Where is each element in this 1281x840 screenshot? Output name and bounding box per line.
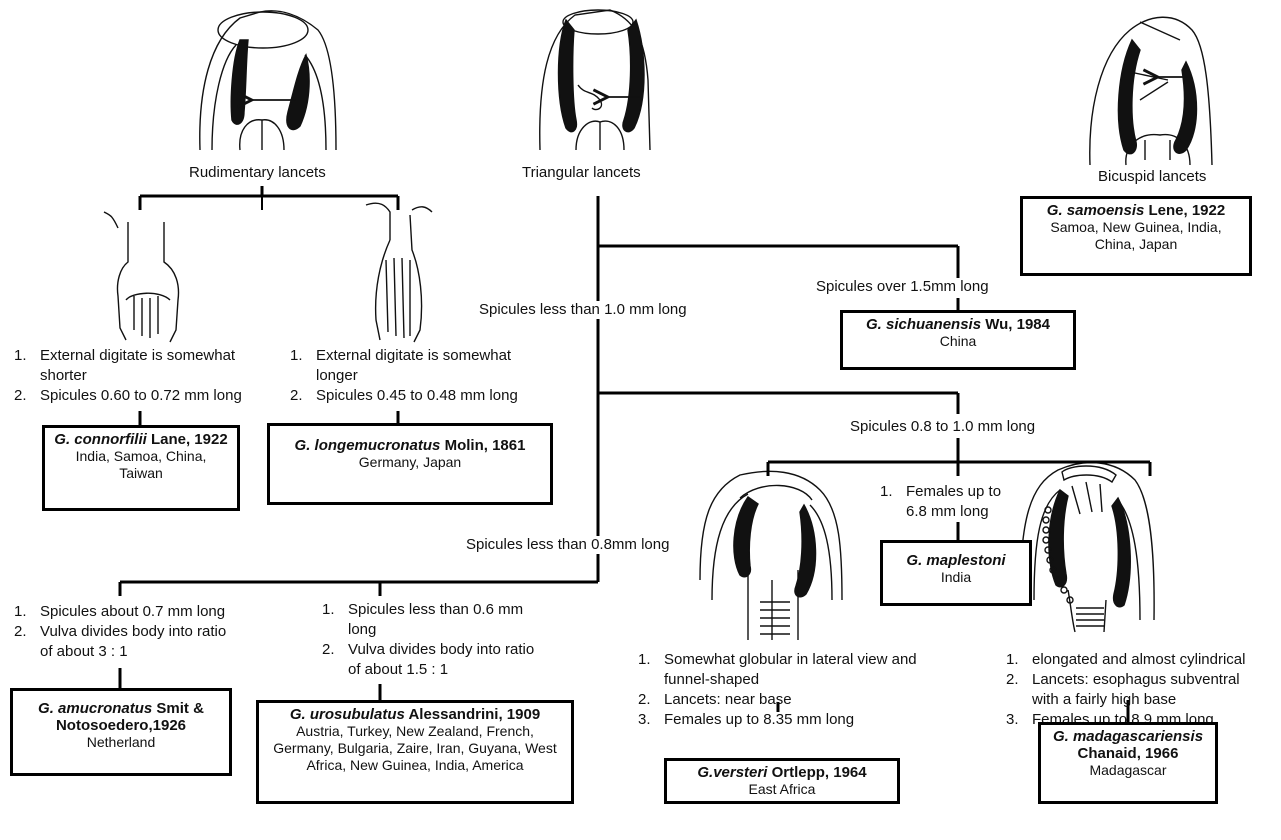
species-author: Wu, 1984 [981, 316, 1050, 333]
species-name: G. amucronatus [38, 700, 153, 717]
connector-lines [118, 186, 1152, 722]
criteria-madagascariensis: 1.elongated and almost cylindrical 2.Lan… [1006, 650, 1278, 730]
species-author: Smit & [152, 700, 204, 717]
species-location: Africa, New Guinea, India, America [306, 757, 524, 773]
list-item: 1.elongated and almost cylindrical [1006, 651, 1246, 668]
criteria-amucronatus: 1.Spicules about 0.7 mm long 2.Vulva div… [14, 602, 284, 662]
species-author: Notosoedero,1926 [55, 717, 187, 734]
bicuspid-lancets-label: Bicuspid lancets [1098, 168, 1207, 185]
branch-0-8-1-0-label: Spicules 0.8 to 1.0 mm long [850, 418, 1036, 435]
species-location: India, Samoa, China, [75, 448, 207, 464]
species-author: Ortlepp, 1964 [767, 764, 867, 781]
species-box-urosubulatus: G. urosubulatus Alessandrini, 1909 Austr… [256, 700, 574, 804]
species-author: Chanaid, 1966 [1077, 745, 1179, 762]
species-location: China [939, 333, 977, 349]
species-box-versteri: G.versteri Ortlepp, 1964 East Africa [664, 758, 900, 804]
species-name: G. connorfilii [54, 431, 147, 448]
species-location: Germany, Bulgaria, Zaire, Iran, Guyana, … [273, 740, 557, 756]
list-item: 2.Spicules 0.60 to 0.72 mm long [14, 387, 242, 404]
species-location: East Africa [748, 781, 816, 797]
branch-less-1-0-label: Spicules less than 1.0 mm long [479, 301, 687, 319]
species-box-maplestoni: G. maplestoni India [880, 540, 1032, 606]
species-name: G. sichuanensis [866, 316, 982, 333]
species-box-sichuanensis: G. sichuanensis Wu, 1984 China [840, 310, 1076, 370]
species-name: G. madagascariensis [1052, 728, 1204, 745]
species-location: Netherland [86, 734, 156, 750]
species-box-samoensis: G. samoensis Lene, 1922 Samoa, New Guine… [1020, 196, 1252, 276]
rudimentary-lancets-illustration [199, 10, 337, 151]
species-location: Madagascar [1089, 762, 1167, 778]
list-item: 1.Spicules about 0.7 mm long [14, 603, 226, 620]
species-name: G. urosubulatus [289, 706, 405, 723]
species-location: India [940, 569, 972, 585]
species-name: G. samoensis [1046, 202, 1145, 219]
species-author: Molin, 1861 [440, 437, 526, 454]
species-box-connorfilii: G. connorfilii Lane, 1922 India, Samoa, … [42, 425, 240, 511]
branch-over-1-5-label: Spicules over 1.5mm long [816, 278, 989, 295]
list-item: 3.Females up to 8.35 mm long [638, 711, 855, 728]
madagascariensis-head-illustration [1019, 461, 1155, 633]
species-name: G. longemucronatus [294, 437, 441, 454]
triangular-lancets-illustration [539, 9, 651, 151]
triangular-lancets-label: Triangular lancets [522, 164, 641, 181]
branch-less-0-8-label: Spicules less than 0.8mm long [466, 536, 670, 554]
versteri-head-illustration [699, 470, 843, 640]
species-name: G. maplestoni [906, 552, 1006, 569]
rudimentary-lancets-label: Rudimentary lancets [189, 164, 326, 181]
species-name: G.versteri [697, 764, 768, 781]
species-box-madagascariensis: G. madagascariensis Chanaid, 1966 Madaga… [1038, 722, 1218, 804]
list-item: 2.Spicules 0.45 to 0.48 mm long [290, 387, 518, 404]
bursa-longer-digitate-illustration [365, 202, 433, 343]
species-location: China, Japan [1094, 236, 1178, 252]
species-location: Samoa, New Guinea, India, [1050, 219, 1222, 235]
species-box-amucronatus: G. amucronatus Smit & Notosoedero,1926 N… [10, 688, 232, 776]
species-location: Taiwan [119, 465, 163, 481]
species-box-longemucronatus: G. longemucronatus Molin, 1861 Germany, … [267, 423, 553, 505]
list-item: 2.Lancets: near base [638, 691, 792, 708]
bicuspid-lancets-illustration [1089, 16, 1213, 166]
species-location: Germany, Japan [358, 454, 462, 470]
species-author: Alessandrini, 1909 [404, 706, 541, 723]
bursa-shorter-digitate-illustration [103, 211, 180, 343]
species-author: Lene, 1922 [1144, 202, 1226, 219]
species-author: Lane, 1922 [146, 431, 228, 448]
species-location: Austria, Turkey, New Zealand, French, [296, 723, 534, 739]
